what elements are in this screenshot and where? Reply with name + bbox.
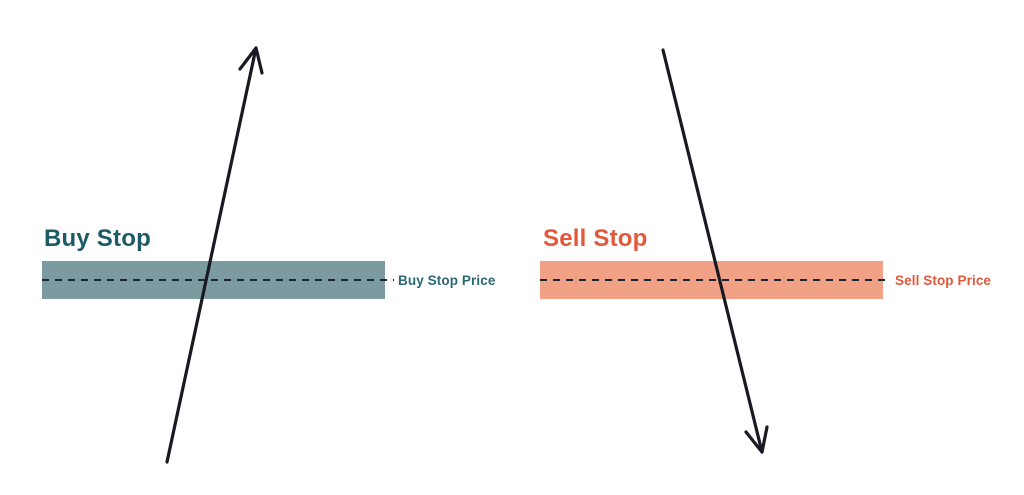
sell-stop-price-label: Sell Stop Price — [895, 273, 991, 288]
down-trend-arrow — [661, 48, 769, 454]
down-arrowhead-icon — [744, 425, 769, 454]
up-trend-arrow — [165, 46, 264, 464]
buy-stop-title: Buy Stop — [44, 225, 151, 252]
up-arrowhead-icon — [238, 46, 264, 75]
sell-stop-title: Sell Stop — [543, 225, 647, 252]
buy-stop-price-label: Buy Stop Price — [398, 273, 496, 288]
up-trend-arrow-shaft — [165, 46, 258, 464]
buy-stop-panel: Buy Stop Buy Stop Price — [42, 46, 496, 464]
down-trend-arrow-shaft — [661, 48, 764, 454]
sell-stop-panel: Sell Stop Sell Stop Price — [540, 48, 991, 454]
